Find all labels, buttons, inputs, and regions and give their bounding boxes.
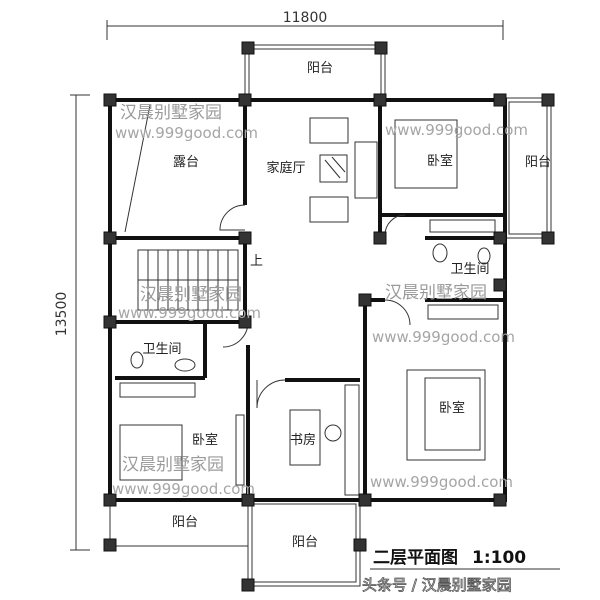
column bbox=[493, 278, 507, 292]
column bbox=[241, 578, 255, 592]
room-terrace: 露台 bbox=[173, 155, 199, 170]
dimension-left: 13500 bbox=[54, 94, 90, 551]
walls bbox=[108, 98, 507, 502]
watermarks: 汉晨别墅家园 www.999good.com www.999good.com 汉… bbox=[112, 103, 528, 498]
room-bedroom-right: 卧室 bbox=[439, 400, 465, 416]
wardrobe-top bbox=[429, 219, 496, 233]
structural-columns bbox=[103, 41, 555, 592]
dimension-width: 11800 bbox=[283, 10, 328, 26]
room-family-hall: 家庭厅 bbox=[266, 160, 305, 176]
column bbox=[103, 93, 117, 107]
room-balcony-top: 阳台 bbox=[307, 61, 333, 76]
column bbox=[103, 315, 117, 329]
watermark-url: www.999good.com bbox=[370, 473, 513, 491]
room-bedroom-left: 卧室 bbox=[192, 432, 218, 448]
watermark-url: www.999good.com bbox=[112, 480, 255, 498]
column bbox=[541, 231, 555, 245]
column bbox=[238, 93, 252, 107]
bed-top-right bbox=[394, 119, 458, 189]
watermark-name: 汉晨别墅家园 bbox=[140, 285, 242, 305]
column bbox=[238, 315, 252, 329]
room-balcony-bottom-left: 阳台 bbox=[172, 515, 198, 530]
dimension-height: 13500 bbox=[54, 292, 70, 337]
column bbox=[103, 538, 117, 552]
column bbox=[241, 493, 255, 507]
column bbox=[103, 231, 117, 245]
room-bathroom-right: 卫生间 bbox=[450, 262, 489, 277]
watermark-url: www.999good.com bbox=[118, 304, 261, 322]
stair-up-label: 上 bbox=[250, 254, 263, 269]
room-balcony-right: 阳台 bbox=[525, 155, 551, 170]
sofa-set bbox=[309, 117, 378, 223]
wardrobe-left bbox=[119, 382, 196, 398]
room-bedroom-top-right: 卧室 bbox=[427, 153, 453, 169]
bed-right bbox=[406, 369, 486, 461]
sink-right bbox=[432, 243, 448, 263]
column bbox=[358, 293, 372, 307]
column bbox=[373, 93, 387, 107]
dimension-top: 11800 bbox=[106, 10, 504, 40]
toilet-right bbox=[477, 247, 491, 265]
column bbox=[493, 93, 507, 107]
watermark-name: 汉晨别墅家园 bbox=[122, 455, 224, 475]
sink-left bbox=[174, 358, 196, 372]
room-balcony-bottom-mid: 阳台 bbox=[292, 535, 318, 550]
column bbox=[103, 493, 117, 507]
column bbox=[238, 231, 252, 245]
watermark-url: www.999good.com bbox=[372, 328, 515, 346]
watermark-url: www.999good.com bbox=[385, 121, 528, 139]
column bbox=[373, 231, 387, 245]
column bbox=[353, 538, 367, 552]
column bbox=[541, 93, 555, 107]
watermark-name: 汉晨别墅家园 bbox=[385, 283, 487, 303]
credit-overlay: 头条号 / 汉晨别墅家园 bbox=[362, 576, 512, 594]
bed-left bbox=[119, 424, 183, 481]
column bbox=[493, 231, 507, 245]
room-study: 书房 bbox=[290, 432, 316, 448]
watermark-url: www.999good.com bbox=[115, 124, 258, 142]
plan-title: 二层平面图 bbox=[373, 548, 458, 568]
column bbox=[241, 41, 255, 55]
room-bathroom-left: 卫生间 bbox=[142, 342, 181, 357]
wardrobe-right bbox=[427, 304, 499, 320]
column bbox=[374, 41, 388, 55]
column bbox=[358, 493, 372, 507]
staircase[interactable]: 上 bbox=[137, 249, 263, 311]
desk bbox=[289, 409, 321, 466]
column bbox=[493, 493, 507, 507]
watermark-name: 汉晨别墅家园 bbox=[120, 103, 222, 123]
toilet-left bbox=[130, 351, 144, 369]
plan-scale: 1:100 bbox=[472, 548, 526, 568]
